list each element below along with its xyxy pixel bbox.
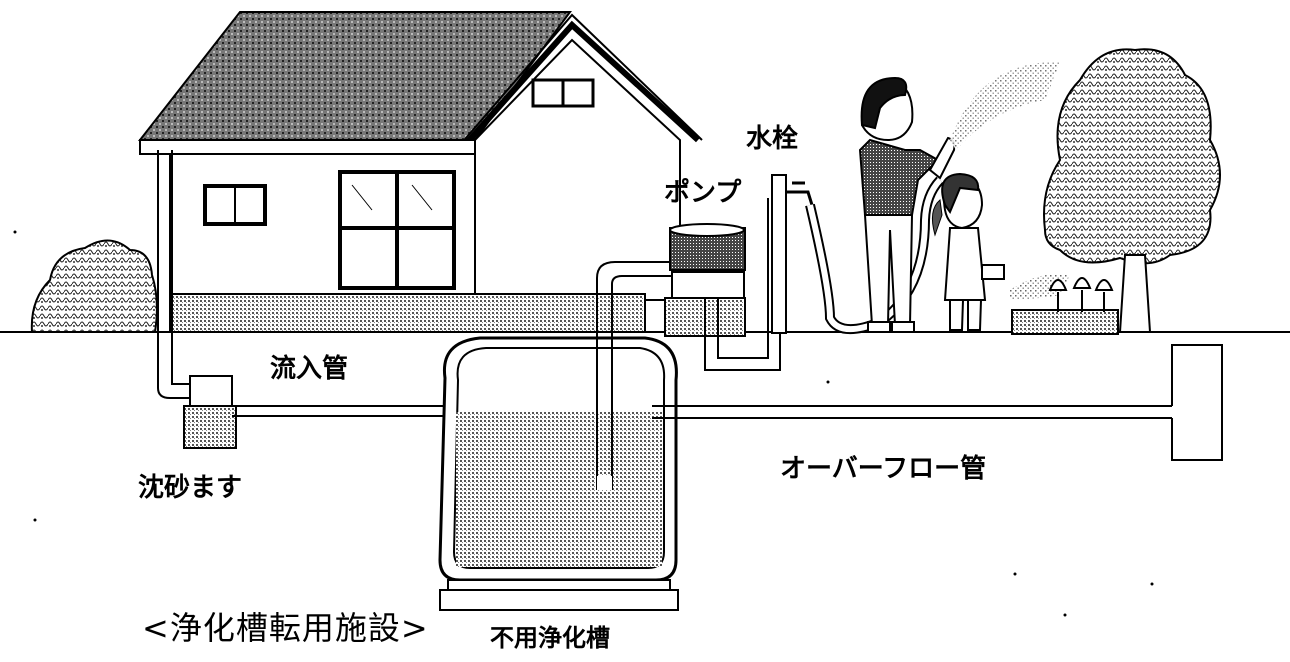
sand-trap [183, 375, 237, 449]
faucet [771, 174, 814, 334]
child-figure [931, 172, 1005, 331]
downspout [157, 150, 190, 399]
suction-pipe [596, 261, 672, 490]
pump [664, 198, 781, 371]
adult-figure [858, 76, 956, 333]
unused-tank-label: 不用浄化槽 [490, 624, 610, 652]
bush-left [30, 239, 158, 333]
overflow-pipe [652, 344, 1223, 461]
specks [13, 230, 1154, 617]
pump-label: ポンプ [664, 178, 742, 208]
house [137, 11, 703, 333]
tree [1043, 48, 1221, 333]
unused-septic-tank [438, 336, 679, 611]
diagram-title: <浄化槽転用施設> [142, 609, 429, 647]
overflow-pipe-label: オーバーフロー管 [780, 454, 987, 484]
inflow-pipe-label: 流入管 [270, 354, 349, 384]
inflow-pipe [232, 405, 456, 417]
flower-bed [1011, 277, 1119, 335]
faucet-label: 水栓 [746, 124, 799, 154]
sand-trap-label: 沈砂ます [138, 473, 243, 503]
